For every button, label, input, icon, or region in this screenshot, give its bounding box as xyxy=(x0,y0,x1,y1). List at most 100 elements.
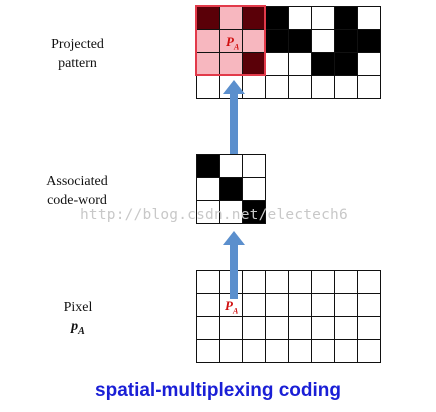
pattern-cell xyxy=(311,29,335,53)
codeword-cell xyxy=(196,177,220,201)
pattern-cell xyxy=(334,6,358,30)
pattern-cell xyxy=(311,52,335,76)
pixel-symbol-letter: p xyxy=(71,319,79,334)
codeword-cell xyxy=(219,177,243,201)
pixel-cell xyxy=(196,270,220,294)
pixel-cell xyxy=(334,316,358,340)
pixel-cell xyxy=(288,293,312,317)
codeword-cell xyxy=(219,154,243,178)
pattern-cell xyxy=(265,29,289,53)
pattern-cell xyxy=(196,75,220,99)
projected-pa-marker-sub: A xyxy=(233,42,240,52)
pixel-cell xyxy=(311,339,335,363)
projected-label-line2: pattern xyxy=(58,56,97,71)
grid-row xyxy=(196,29,381,53)
codeword-cell xyxy=(219,200,243,224)
projected-pattern-grid xyxy=(196,6,381,99)
pixel-cell xyxy=(311,270,335,294)
pattern-cell xyxy=(265,6,289,30)
pattern-cell xyxy=(288,52,312,76)
pattern-cell xyxy=(357,29,381,53)
pixel-cell xyxy=(196,293,220,317)
codeword-cell xyxy=(242,177,266,201)
pixel-cell xyxy=(288,339,312,363)
pixel-grid xyxy=(196,270,381,363)
pixel-cell xyxy=(288,316,312,340)
grid-row xyxy=(196,177,266,201)
pixel-cell xyxy=(311,316,335,340)
pattern-window-cell xyxy=(242,52,266,76)
pattern-cell xyxy=(311,6,335,30)
pattern-cell xyxy=(311,75,335,99)
pixel-cell xyxy=(265,293,289,317)
pattern-window-cell xyxy=(196,29,220,53)
codeword-cell xyxy=(242,154,266,178)
pixel-symbol-subscript: A xyxy=(78,325,85,337)
arrow-head-upper xyxy=(223,80,245,94)
pixel-cell xyxy=(219,316,243,340)
pattern-window-cell xyxy=(219,29,243,53)
pixel-cell xyxy=(242,316,266,340)
arrow-shaft-upper xyxy=(230,93,238,154)
pattern-window-cell xyxy=(242,6,266,30)
pixel-cell xyxy=(265,339,289,363)
codeword-cell xyxy=(196,200,220,224)
pixel-label: Pixel pA xyxy=(38,298,118,341)
pattern-cell xyxy=(265,52,289,76)
pattern-window-cell xyxy=(219,6,243,30)
codeword-label-line1: Associated xyxy=(46,174,108,189)
pixel-cell xyxy=(357,270,381,294)
grid-row xyxy=(196,154,266,178)
codeword-label-line2: code-word xyxy=(47,193,107,208)
projected-pa-marker-letter: P xyxy=(226,34,234,49)
grid-row xyxy=(196,75,381,99)
arrow-pixel-to-codeword xyxy=(223,231,245,299)
pattern-cell xyxy=(288,29,312,53)
projected-pattern-label: Projected pattern xyxy=(30,35,125,73)
pattern-cell xyxy=(357,52,381,76)
pixel-cell xyxy=(357,293,381,317)
pixel-cell xyxy=(265,316,289,340)
grid-row xyxy=(196,6,381,30)
grid-row xyxy=(196,316,381,340)
codeword-cell xyxy=(242,200,266,224)
codeword-label: Associated code-word xyxy=(27,172,127,210)
pattern-cell xyxy=(242,75,266,99)
projected-pa-marker: PA xyxy=(226,34,239,52)
grid-row xyxy=(196,52,381,76)
pattern-cell xyxy=(334,52,358,76)
grid-row xyxy=(196,293,381,317)
pattern-cell xyxy=(357,6,381,30)
pattern-cell xyxy=(334,29,358,53)
pattern-window-cell xyxy=(196,6,220,30)
pixel-cell xyxy=(357,316,381,340)
projected-label-line1: Projected xyxy=(51,37,104,52)
diagram-caption: spatial-multiplexing coding xyxy=(95,380,341,401)
pattern-cell xyxy=(265,75,289,99)
pixel-pa-marker-sub: A xyxy=(232,306,239,316)
grid-row xyxy=(196,200,266,224)
pattern-cell xyxy=(288,75,312,99)
pixel-label-line1: Pixel xyxy=(63,300,93,315)
pattern-window-cell xyxy=(196,52,220,76)
pixel-symbol: pA xyxy=(38,317,118,341)
pixel-cell xyxy=(334,339,358,363)
codeword-cell xyxy=(196,154,220,178)
pixel-cell xyxy=(242,339,266,363)
pixel-cell xyxy=(334,270,358,294)
pixel-pa-marker-letter: P xyxy=(225,298,233,313)
pixel-cell xyxy=(311,293,335,317)
pixel-cell xyxy=(196,316,220,340)
pixel-cell xyxy=(265,270,289,294)
pixel-pa-marker: PA xyxy=(225,298,238,316)
pixel-cell xyxy=(357,339,381,363)
pixel-cell xyxy=(219,339,243,363)
pattern-cell xyxy=(357,75,381,99)
pattern-window-cell xyxy=(219,52,243,76)
watermark-url: http://blog.csdn.net/electech6 xyxy=(80,207,348,223)
codeword-grid xyxy=(196,154,266,224)
pattern-cell xyxy=(288,6,312,30)
pattern-cell xyxy=(334,75,358,99)
arrow-codeword-to-pattern xyxy=(223,80,245,154)
pixel-cell xyxy=(288,270,312,294)
